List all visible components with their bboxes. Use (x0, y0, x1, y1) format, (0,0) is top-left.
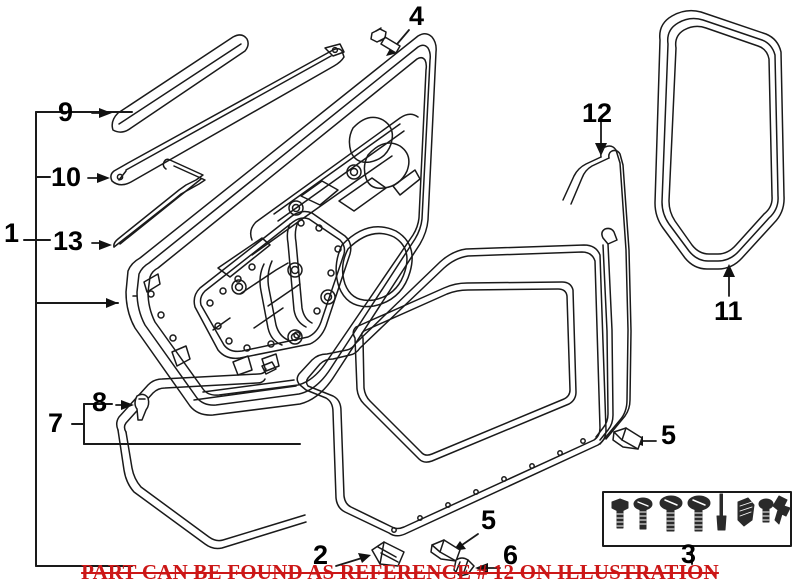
leader-2 (335, 557, 363, 567)
part-7-door-weatherstrip-seal (115, 244, 607, 550)
callout-12[interactable]: 12 (582, 98, 613, 128)
callout-6[interactable]: 6 (503, 540, 519, 570)
callout-11[interactable]: 11 (714, 296, 743, 326)
round-head-screw-icon (659, 495, 683, 532)
bracket-1 (23, 111, 133, 567)
callout-2[interactable]: 2 (313, 540, 329, 570)
arrowhead-1 (106, 298, 118, 308)
callout-4[interactable]: 4 (409, 1, 425, 31)
part-12-body-side-weatherstrip (562, 145, 632, 445)
callout-10[interactable]: 10 (51, 162, 82, 192)
callout-7[interactable]: 7 (48, 408, 64, 438)
callout-1[interactable]: 1 (4, 218, 20, 248)
hex-flange-bolt-icon (611, 498, 629, 529)
part-1-door-shell-assembly (125, 33, 437, 416)
fastener-5-bottom-bolt (430, 539, 461, 562)
reference-overlay-note: PART CAN BE FOUND AS REFERENCE # 12 ON I… (81, 560, 719, 584)
callout-8[interactable]: 8 (92, 387, 108, 417)
callout-5-right[interactable]: 5 (661, 420, 677, 450)
pan-head-screw-icon (633, 497, 653, 530)
part-10-inner-belt-molding (110, 43, 345, 186)
part-11-door-opening-seal (654, 9, 785, 270)
short-bolt-icon (758, 498, 774, 523)
phillips-screw-icon (687, 495, 711, 532)
fastener-4-bolt (370, 27, 401, 54)
part-13-window-channel-trim (113, 158, 206, 248)
fastener-6-clip (453, 557, 475, 577)
plastic-retainer-clip-icon (772, 495, 791, 525)
fastener-8-retainer-clip (134, 393, 150, 421)
callout-9[interactable]: 9 (58, 97, 74, 127)
fastener-2-screw (371, 541, 405, 567)
leader-5-bottom (461, 533, 479, 546)
spring-clip-icon (737, 497, 755, 527)
parts-kit-icons (611, 493, 791, 532)
part-9-upper-trim-strip (111, 34, 249, 133)
rivet-icon (716, 493, 727, 531)
callout-3[interactable]: 3 (681, 539, 697, 569)
callout-13[interactable]: 13 (53, 226, 84, 256)
fastener-5-right-bolt (612, 427, 643, 450)
callout-5-bottom[interactable]: 5 (481, 505, 497, 535)
